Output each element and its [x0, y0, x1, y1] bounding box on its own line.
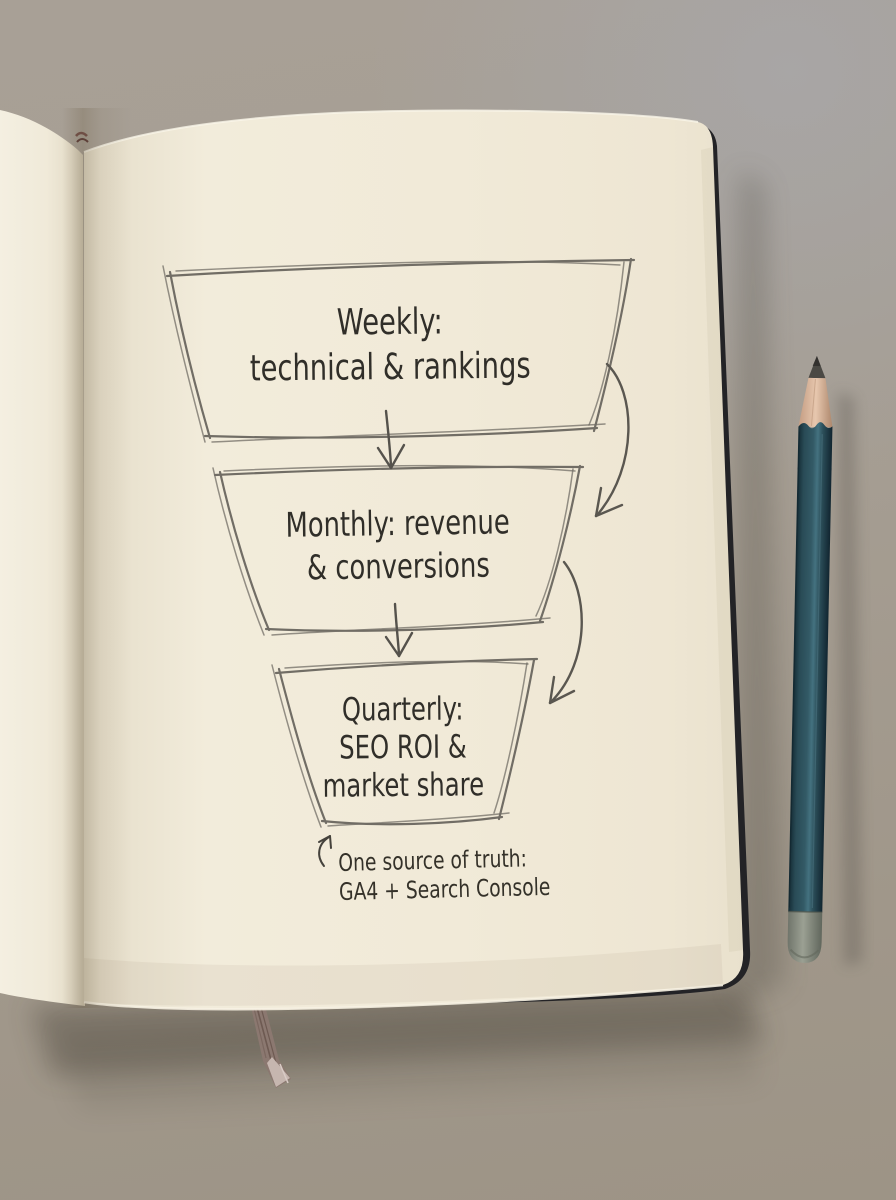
sketch-arrow-weekly-to-monthly — [376, 409, 406, 470]
funnel-outline-quarterly — [271, 657, 539, 828]
sketch-curved-arrow-right-upper — [594, 362, 630, 518]
spine-stitch — [75, 131, 89, 143]
annotation-line-2: GA4 + Search Console — [338, 872, 551, 906]
funnel-stage-weekly-label: Weekly: technical & rankings — [249, 299, 531, 392]
stage-quarterly-line-3: market share — [322, 765, 485, 805]
pencil-shadow — [838, 392, 862, 966]
funnel-outline-weekly — [162, 257, 636, 443]
pencil-graphite-tip — [808, 356, 826, 379]
right-page — [84, 110, 744, 1010]
funnel-sketch — [162, 257, 636, 867]
stage-monthly-line-1: Monthly: revenue — [285, 502, 511, 546]
funnel-outline-monthly — [212, 464, 585, 636]
annotation-label: One source of truth: GA4 + Search Consol… — [338, 844, 551, 907]
funnel-stage-quarterly-label: Quarterly: SEO ROI & market share — [322, 689, 484, 804]
stage-quarterly-line-2: SEO ROI & — [339, 727, 467, 767]
pencil-wood — [798, 377, 833, 428]
pencil-body — [788, 467, 832, 913]
funnel-stage-monthly-label: Monthly: revenue & conversions — [285, 501, 511, 591]
sketch-curved-arrow-right-lower — [548, 560, 583, 705]
bookmark-ribbon — [249, 998, 291, 1088]
pencil-paint-edge — [797, 422, 833, 471]
stage-quarterly-line-1: Quarterly: — [341, 689, 464, 729]
pencil — [787, 356, 833, 963]
stage-weekly-line-2: technical & rankings — [249, 345, 531, 390]
stage-weekly-line-1: Weekly: — [336, 301, 443, 344]
stage-monthly-line-2: & conversions — [306, 545, 491, 589]
sketch-annotation-arrow — [318, 835, 332, 867]
sketch-arrow-monthly-to-quarterly — [384, 602, 414, 658]
notebook — [0, 108, 751, 1088]
pencil-end-cap — [787, 911, 823, 963]
